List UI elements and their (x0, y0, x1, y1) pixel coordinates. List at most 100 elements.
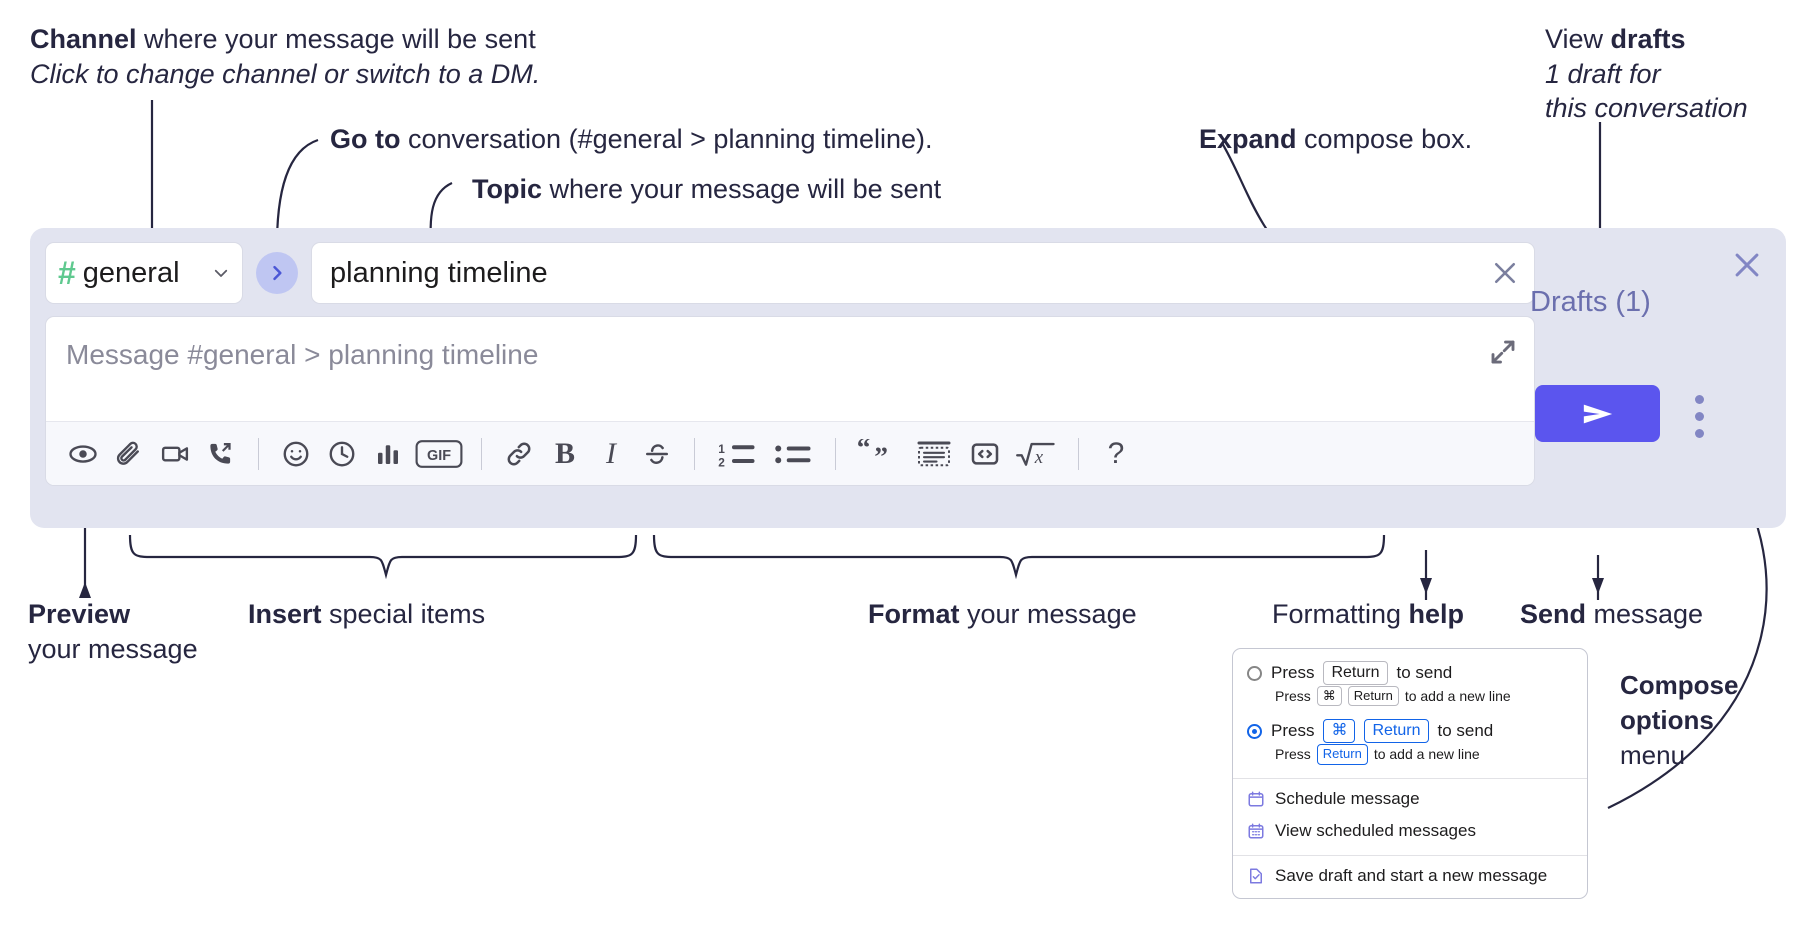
inline-code-icon[interactable] (962, 431, 1008, 477)
svg-text:1: 1 (718, 441, 725, 455)
gif-icon[interactable]: GIF (411, 431, 467, 477)
help-question-icon[interactable]: ? (1107, 436, 1125, 470)
key-return: Return (1364, 719, 1429, 744)
send-option-cmd-return[interactable]: Press ⌘ Return to send (1233, 711, 1587, 744)
italic-icon[interactable]: I (606, 436, 616, 470)
annotation-drafts-sub1: 1 draft for (1545, 58, 1661, 89)
calendar-grid-icon (1247, 822, 1265, 840)
code-block-icon[interactable] (906, 431, 962, 477)
radio-button[interactable] (1247, 665, 1262, 681)
annotation-compose-options-line1: Compose (1620, 670, 1739, 700)
annotation-preview-bold: Preview (28, 599, 131, 629)
video-camera-icon[interactable] (152, 431, 198, 477)
channel-selector[interactable]: # general (45, 242, 243, 304)
menu-divider (1233, 854, 1587, 856)
key-return: Return (1347, 686, 1399, 707)
annotation-topic-bold: Topic (472, 174, 542, 204)
send-option-return-hint: Press ⌘ Return to add a new line (1233, 685, 1587, 711)
toolbar-separator (1078, 437, 1079, 470)
annotation-preview: Preview your message (28, 597, 198, 666)
menu-item-save-draft[interactable]: Save draft and start a new message (1233, 860, 1587, 892)
annotation-goto-rest: conversation (#general > planning timeli… (400, 124, 933, 154)
toolbar-separator (694, 437, 695, 470)
annotation-help-bold: help (1408, 599, 1465, 629)
annotation-format-bold: Format (868, 599, 960, 629)
svg-text:2: 2 (718, 455, 725, 469)
preview-icon[interactable] (60, 431, 106, 477)
annotation-insert-rest: special items (321, 599, 486, 629)
menu-item-label: View scheduled messages (1275, 820, 1476, 840)
clock-icon[interactable] (319, 431, 365, 477)
annotation-channel: Channel where your message will be sent … (30, 22, 540, 91)
hint-suffix: to add a new line (1404, 688, 1511, 705)
goto-conversation-button[interactable] (256, 252, 298, 294)
attachment-icon[interactable] (106, 431, 152, 477)
menu-item-schedule-message[interactable]: Schedule message (1233, 783, 1587, 815)
topic-input[interactable]: planning timeline (311, 242, 1535, 304)
ordered-list-icon[interactable]: 1 2 (709, 431, 765, 477)
blockquote-icon[interactable]: “ ” (850, 431, 906, 477)
option-prefix: Press (1271, 721, 1315, 741)
annotation-drafts-pre: View (1545, 24, 1611, 54)
send-option-return[interactable]: Press Return to send (1233, 657, 1587, 685)
close-icon[interactable] (1490, 258, 1520, 288)
annotation-topic-rest: where your message will be sent (542, 174, 942, 204)
menu-item-view-scheduled-messages[interactable]: View scheduled messages (1233, 815, 1587, 847)
menu-divider (1233, 777, 1587, 779)
drafts-link[interactable]: Drafts (1) (1530, 286, 1651, 318)
send-paper-plane-icon (1583, 404, 1612, 423)
annotation-drafts-sub2: this conversation (1545, 93, 1748, 124)
message-box: Message #general > planning timeline (45, 316, 1535, 486)
bar-chart-icon[interactable] (365, 431, 411, 477)
link-icon[interactable] (496, 431, 542, 477)
annotation-send: Send message (1520, 597, 1703, 632)
key-return: Return (1323, 661, 1388, 685)
send-button[interactable] (1535, 385, 1660, 442)
bulleted-list-icon[interactable] (765, 431, 821, 477)
annotation-channel-bold: Channel (30, 24, 137, 54)
compose-header-row: # general planning timeline (45, 242, 1535, 304)
annotation-expand-rest: compose box. (1296, 124, 1473, 154)
close-icon[interactable] (1730, 248, 1764, 282)
toolbar-separator (835, 437, 836, 470)
annotation-channel-rest: where your message will be sent (136, 24, 536, 54)
annotation-channel-sub: Click to change channel or switch to a D… (30, 58, 541, 89)
radio-button-selected[interactable] (1247, 723, 1262, 739)
annotation-expand-bold: Expand (1199, 124, 1297, 154)
annotation-goto: Go to conversation (#general > planning … (330, 122, 933, 157)
math-icon[interactable]: x (1008, 431, 1064, 477)
message-input[interactable]: Message #general > planning timeline (46, 317, 1534, 421)
annotation-formatting-help: Formatting help (1272, 597, 1464, 632)
annotation-drafts-bold: drafts (1610, 24, 1686, 54)
toolbar-separator (481, 437, 482, 470)
annotation-compose-options: Compose options menu (1620, 668, 1738, 773)
toolbar-separator (258, 437, 259, 470)
annotation-compose-options-line2: options (1620, 705, 1714, 736)
compose-widget: # general planning timeline Message #gen… (30, 228, 1786, 528)
chevron-down-icon (212, 264, 230, 282)
annotation-expand: Expand compose box. (1199, 122, 1472, 157)
more-options-vertical-icon[interactable] (1688, 390, 1710, 442)
chevron-right-icon (273, 265, 282, 281)
emoji-icon[interactable] (273, 431, 319, 477)
message-placeholder: Message #general > planning timeline (66, 339, 539, 370)
annotation-preview-line2: your message (28, 633, 198, 664)
formatting-toolbar: GIF B I (46, 421, 1534, 485)
key-return: Return (1316, 744, 1368, 765)
phone-forward-icon[interactable] (198, 431, 244, 477)
strikethrough-icon[interactable] (634, 431, 680, 477)
annotation-help-pre: Formatting (1272, 599, 1409, 629)
bold-icon[interactable]: B (554, 436, 575, 470)
annotation-insert: Insert special items (248, 597, 485, 632)
key-command: ⌘ (1316, 686, 1342, 707)
compose-options-menu: Press Return to send Press ⌘ Return to a… (1232, 648, 1588, 899)
annotation-send-rest: message (1586, 599, 1704, 629)
expand-diagonal-icon[interactable] (1488, 337, 1518, 367)
topic-value: planning timeline (330, 256, 548, 289)
menu-item-label: Schedule message (1275, 788, 1420, 808)
send-option-cmd-return-hint: Press Return to add a new line (1233, 743, 1587, 769)
svg-text:GIF: GIF (427, 447, 451, 463)
menu-item-label: Save draft and start a new message (1275, 865, 1548, 885)
option-suffix: to send (1437, 721, 1494, 741)
svg-text:“: “ (857, 439, 871, 463)
